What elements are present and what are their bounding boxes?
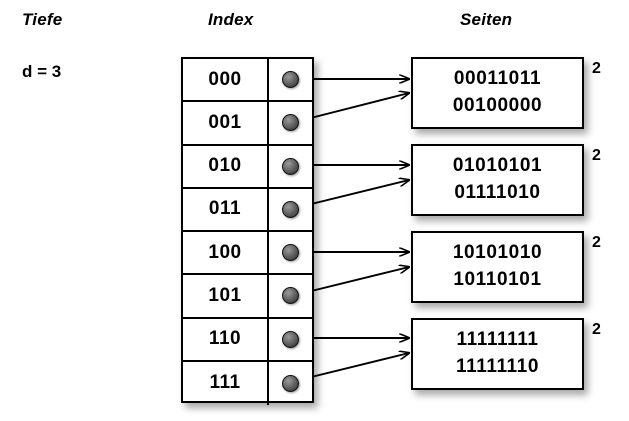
page-record: 11111110	[455, 356, 540, 377]
page-box[interactable]: 01010101 01111010	[411, 144, 584, 216]
index-pointer-cell[interactable]	[269, 189, 312, 230]
page-record: 00011011	[453, 68, 542, 90]
index-key: 110	[183, 318, 269, 360]
table-row[interactable]: 011	[183, 188, 312, 232]
table-row[interactable]: 000	[183, 59, 312, 103]
page-record: 10110101	[453, 269, 542, 290]
index-pointer-cell[interactable]	[269, 275, 312, 316]
page-count-label: 2	[592, 60, 601, 77]
column-header-depth: Tiefe	[22, 10, 63, 29]
page-record: 10101010	[452, 242, 543, 264]
page-record: 11111111	[456, 329, 539, 351]
pointer-dot-icon[interactable]	[282, 330, 299, 348]
table-row[interactable]: 101	[183, 275, 312, 319]
index-key: 011	[183, 188, 269, 230]
page-record: 01010101	[452, 155, 543, 177]
page-count-label: 2	[592, 234, 601, 251]
pointer-dot-icon[interactable]	[282, 200, 299, 218]
pointer-dot-icon[interactable]	[282, 114, 299, 132]
depth-value-label: d = 3	[22, 62, 62, 81]
pointer-dot-icon[interactable]	[282, 157, 299, 175]
index-pointer-cell[interactable]	[269, 146, 312, 187]
column-header-pages: Seiten	[460, 10, 513, 29]
index-key: 000	[183, 59, 269, 101]
page-box[interactable]: 10101010 10110101	[411, 231, 584, 303]
page-record: 01111010	[454, 182, 541, 203]
index-key: 100	[183, 232, 269, 274]
table-row[interactable]: 110	[183, 318, 312, 362]
pointer-dot-icon[interactable]	[282, 287, 299, 305]
index-key: 101	[183, 275, 269, 317]
table-row[interactable]: 111	[183, 361, 312, 405]
index-pointer-cell[interactable]	[269, 362, 312, 405]
index-key: 001	[183, 102, 269, 144]
table-row[interactable]: 001	[183, 102, 312, 146]
index-table: 000 001 010 011 100	[181, 57, 314, 405]
page-count-label: 2	[592, 147, 601, 164]
index-pointer-cell[interactable]	[269, 59, 312, 100]
table-row[interactable]: 010	[183, 145, 312, 189]
page-box[interactable]: 00011011 00100000	[411, 57, 584, 129]
page-count-label: 2	[592, 321, 601, 338]
table-row[interactable]: 100	[183, 232, 312, 276]
pointer-dot-icon[interactable]	[282, 71, 299, 89]
pointer-dot-icon[interactable]	[282, 244, 299, 262]
index-pointer-cell[interactable]	[269, 232, 312, 273]
index-pointer-cell[interactable]	[269, 319, 312, 360]
index-key: 010	[183, 145, 269, 187]
index-key: 111	[183, 361, 269, 405]
page-record: 00100000	[452, 95, 543, 116]
column-header-index: Index	[208, 10, 254, 29]
pointer-dot-icon[interactable]	[282, 374, 299, 392]
page-box[interactable]: 11111111 11111110	[411, 318, 584, 390]
index-pointer-cell[interactable]	[269, 102, 312, 143]
